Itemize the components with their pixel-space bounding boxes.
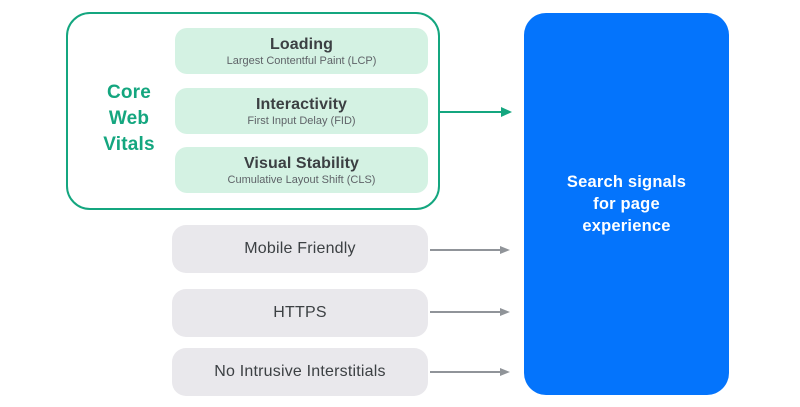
pill-visual-stability: Visual Stability Cumulative Layout Shift… <box>175 147 428 193</box>
pill-loading: Loading Largest Contentful Paint (LCP) <box>175 28 428 74</box>
search-signals-text-line: experience <box>582 217 671 235</box>
search-signals-box: Search signals for page experience <box>524 13 729 395</box>
pill-https-label: HTTPS <box>273 304 327 321</box>
core-web-vitals-label-line: Web <box>108 108 150 129</box>
arrow-https-to-search-signals <box>430 311 500 313</box>
search-signals-text-line: Search signals <box>566 173 687 191</box>
arrow-core-web-vitals-to-search-signals <box>440 111 502 113</box>
pill-mobile-friendly-label: Mobile Friendly <box>244 240 356 257</box>
pill-mobile-friendly: Mobile Friendly <box>172 225 428 273</box>
core-web-vitals-label: Core Web Vitals <box>84 80 174 158</box>
arrow-mobile-friendly-to-search-signals <box>430 249 500 251</box>
core-web-vitals-label-line: Core <box>106 82 152 103</box>
pill-https: HTTPS <box>172 289 428 337</box>
pill-no-intrusive-interstitials-label: No Intrusive Interstitials <box>214 363 386 380</box>
pill-interactivity-subtitle: First Input Delay (FID) <box>247 114 356 127</box>
pill-visual-stability-subtitle: Cumulative Layout Shift (CLS) <box>227 173 376 186</box>
pill-interactivity-title: Interactivity <box>255 95 348 113</box>
pill-visual-stability-title: Visual Stability <box>243 154 360 172</box>
search-signals-text-line: for page <box>593 195 660 213</box>
arrow-no-intrusive-interstitials-to-search-signals <box>430 371 500 373</box>
pill-interactivity: Interactivity First Input Delay (FID) <box>175 88 428 134</box>
core-web-vitals-label-line: Vitals <box>103 134 155 155</box>
pill-no-intrusive-interstitials: No Intrusive Interstitials <box>172 348 428 396</box>
pill-loading-subtitle: Largest Contentful Paint (LCP) <box>226 54 377 67</box>
pill-loading-title: Loading <box>270 35 333 53</box>
